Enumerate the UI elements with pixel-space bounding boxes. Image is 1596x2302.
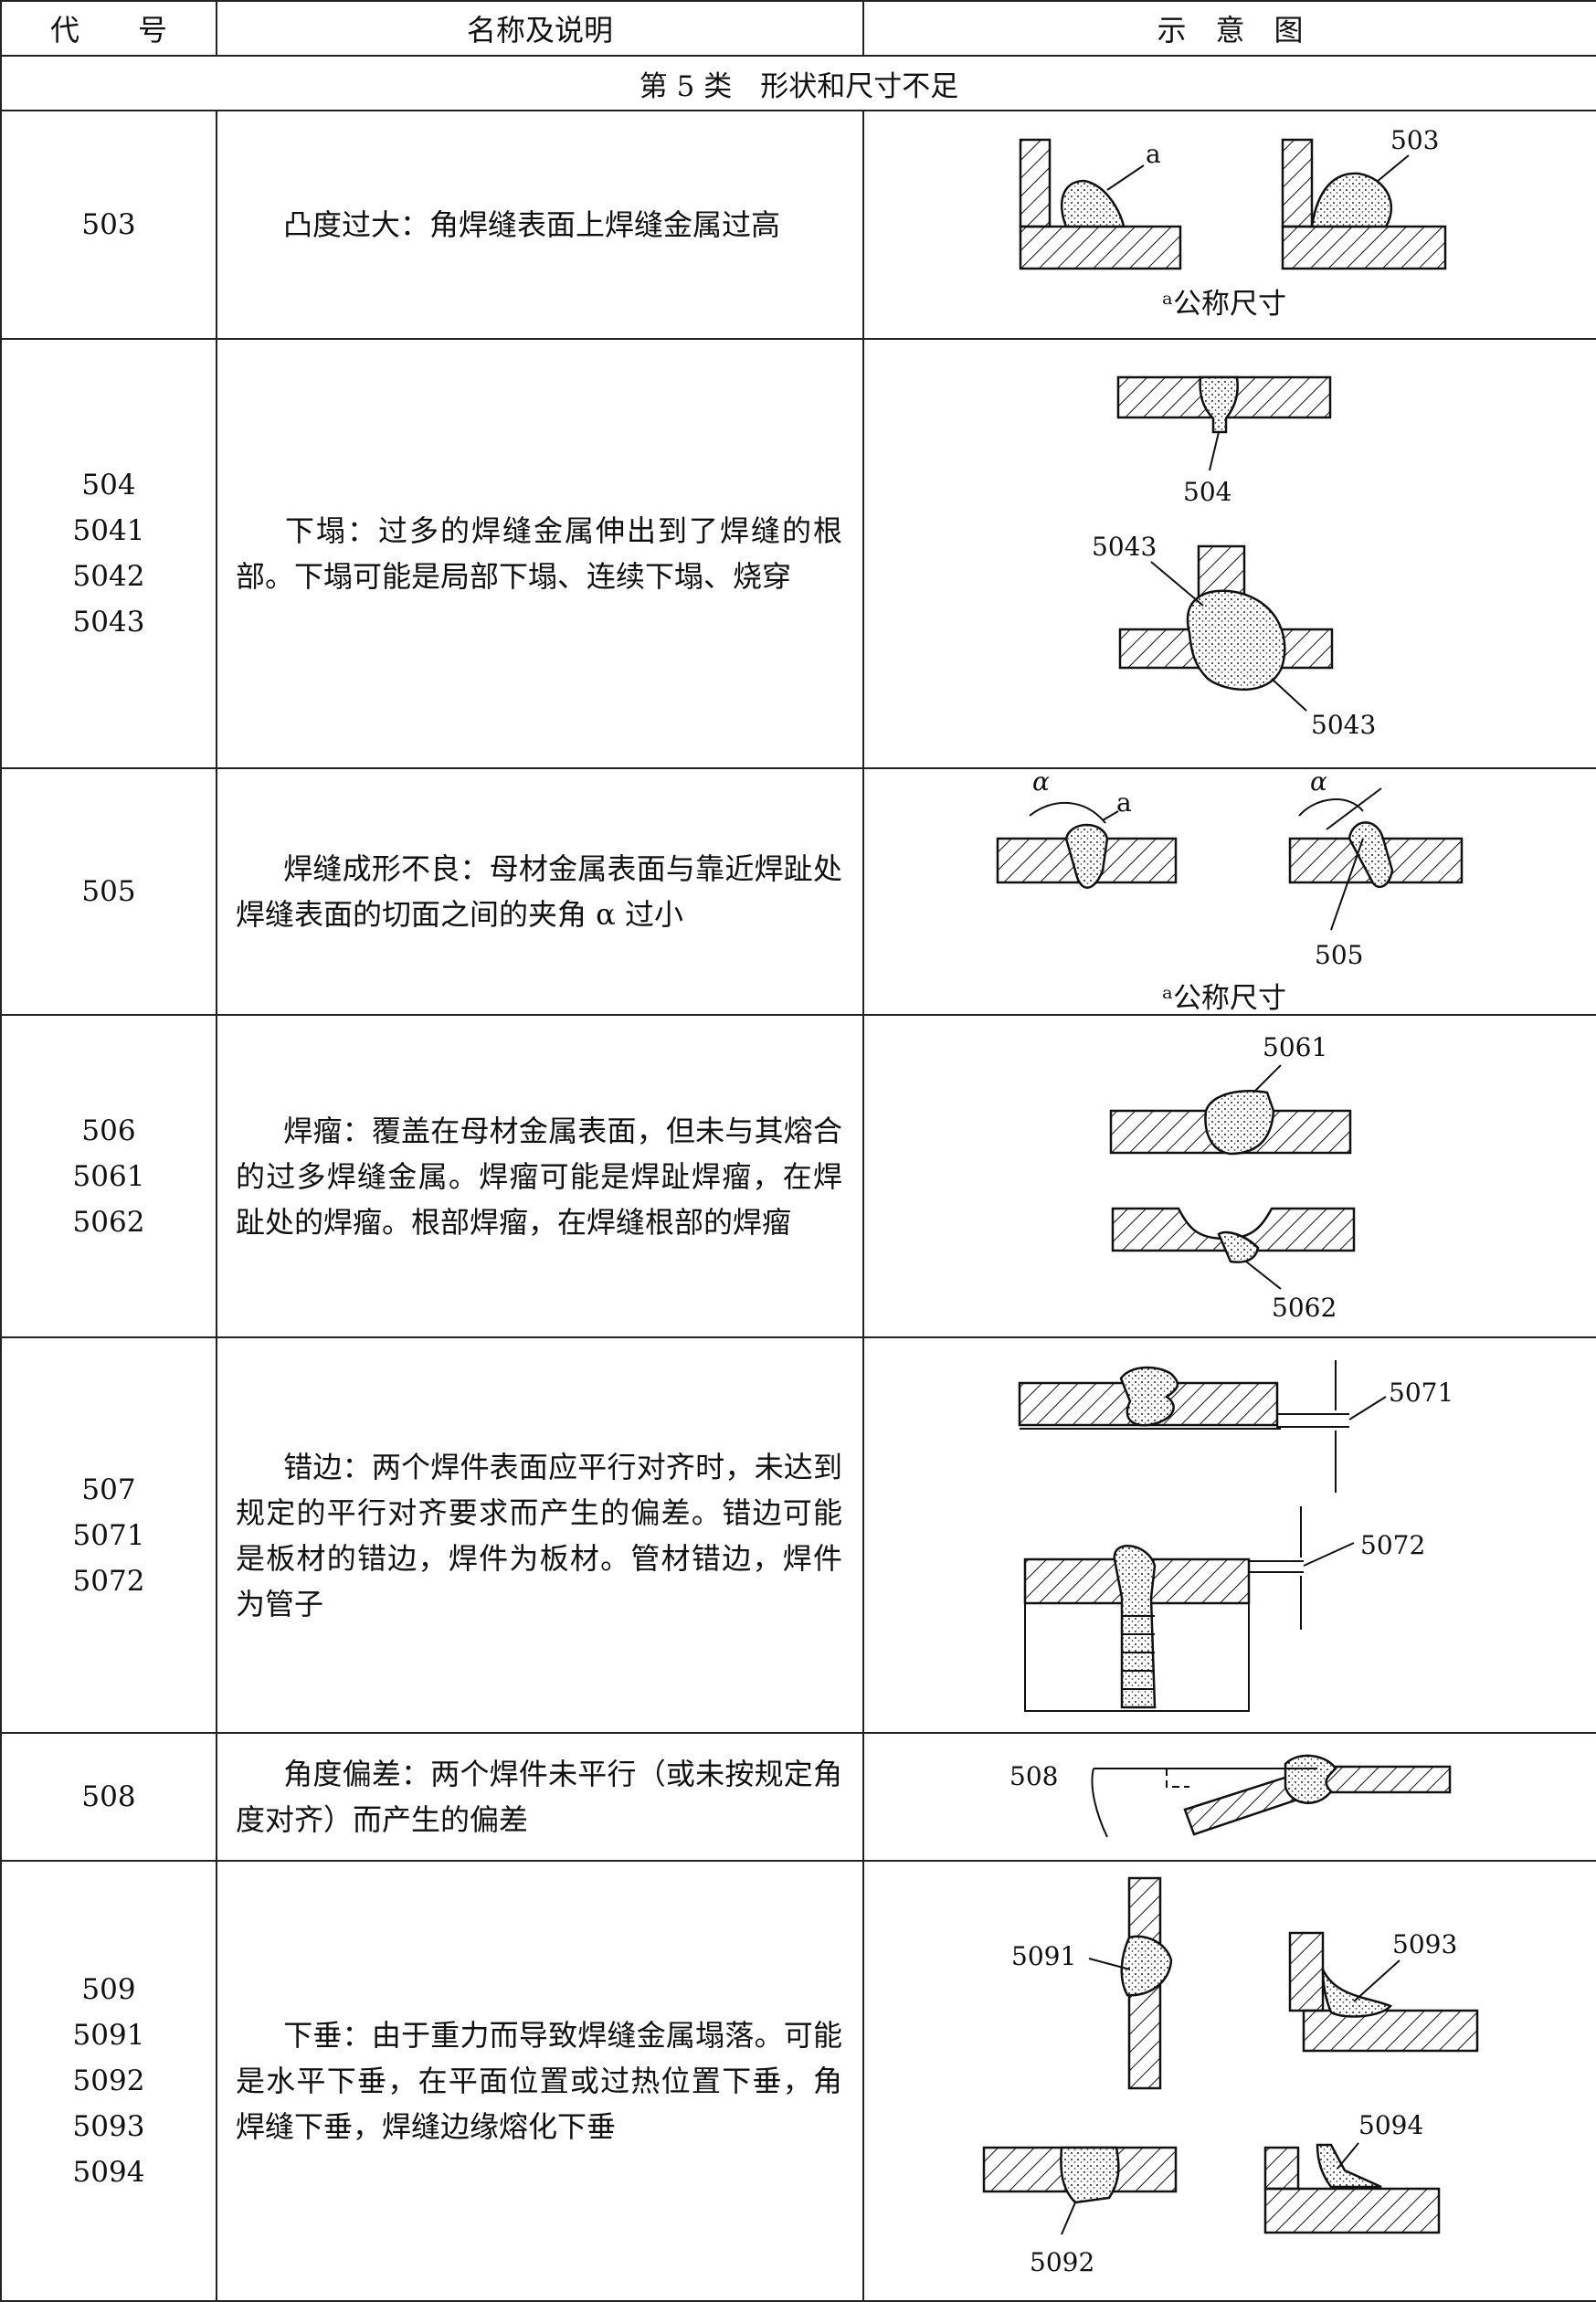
- diagram-cell: 5071 5072: [862, 1336, 1596, 1734]
- description-text: 下塌：过多的焊缝金属伸出到了焊缝的根部。下塌可能是局部下塌、连续下塌、烧穿: [236, 513, 842, 594]
- description-cell: 错边：两个焊件表面应平行对齐时，未达到规定的平行对齐要求而产生的偏差。错边可能是…: [216, 1336, 864, 1734]
- diagram-label: α: [1310, 770, 1327, 797]
- code-cell: 503: [0, 110, 217, 340]
- diagram-cell: 5091 5093 5092 5094: [862, 1860, 1596, 2302]
- description-cell: 焊瘤：覆盖在母材金属表面，但未与其熔合的过多焊缝金属。焊瘤可能是焊趾焊瘤，在焊趾…: [216, 1014, 864, 1338]
- diagram-504: 504 5043 5043: [1092, 375, 1376, 740]
- description-text: 凸度过大：角焊缝表面上焊缝金属过高: [283, 207, 781, 242]
- code-cell: 509 5091 5092 5093 5094: [0, 1860, 217, 2302]
- diagram-507: 5071 5072: [1018, 1360, 1453, 1712]
- code: 504: [81, 469, 136, 502]
- table-row: 504 5041 5042 5043 下塌：过多的焊缝金属伸出到了焊缝的根部。下…: [0, 338, 1596, 769]
- code: 507: [81, 1473, 136, 1506]
- code: 508: [81, 1780, 136, 1813]
- diagram-506: 5061 5062: [1109, 1032, 1356, 1323]
- category-row: 第 5 类 形状和尺寸不足: [0, 55, 1596, 111]
- diagram-label: 504: [1183, 477, 1231, 507]
- diagram-label: 5093: [1392, 1929, 1457, 1959]
- code-cell: 508: [0, 1732, 217, 1862]
- code: 5041: [72, 514, 145, 547]
- diagram-caption: ᵃ公称尺寸: [1162, 288, 1286, 321]
- code: 5091: [72, 2019, 145, 2052]
- diagram-label: 5043: [1311, 710, 1376, 740]
- table-row: 509 5091 5092 5093 5094 下垂：由于重力而导致焊缝金属塌落…: [0, 1860, 1596, 2302]
- diagram-cell: a 503 ᵃ公称尺寸: [862, 110, 1596, 340]
- description-cell: 焊缝成形不良：母材金属表面与靠近焊趾处焊缝表面的切面之间的夹角 α 过小: [216, 767, 864, 1016]
- diagram-caption: ᵃ公称尺寸: [1162, 982, 1286, 1013]
- description-text: 下垂：由于重力而导致焊缝金属塌落。可能是水平下垂，在平面位置或过热位置下垂，角焊…: [236, 2018, 842, 2144]
- diagram-cell: α a α 505 ᵃ公称尺寸: [862, 767, 1596, 1016]
- description-text: 焊瘤：覆盖在母材金属表面，但未与其熔合的过多焊缝金属。焊瘤可能是焊趾焊瘤，在焊趾…: [236, 1113, 842, 1240]
- diagram-cell: 504 5043 5043: [862, 338, 1596, 769]
- description-text: 焊缝成形不良：母材金属表面与靠近焊趾处焊缝表面的切面之间的夹角 α 过小: [236, 851, 842, 932]
- diagram-label: 5092: [1030, 2247, 1094, 2277]
- diagram-cell: 508: [862, 1732, 1596, 1862]
- code: 5061: [72, 1159, 145, 1193]
- code: 509: [81, 1973, 136, 2006]
- header-row: 代 号 名称及说明 示 意 图: [0, 0, 1596, 57]
- code: 505: [81, 875, 136, 908]
- code: 5093: [72, 2110, 145, 2143]
- code-cell: 507 5071 5072: [0, 1336, 217, 1734]
- diagram-label: 5094: [1358, 2110, 1423, 2140]
- diagram-label: 5061: [1263, 1032, 1327, 1062]
- code-cell: 504 5041 5042 5043: [0, 338, 217, 769]
- code: 5043: [72, 606, 145, 639]
- diagram-label: 5062: [1272, 1293, 1337, 1323]
- code: 5072: [72, 1564, 145, 1598]
- code: 5094: [72, 2156, 145, 2189]
- diagram-label: a: [1116, 787, 1132, 818]
- diagram-label: 5071: [1389, 1378, 1453, 1408]
- table-row: 507 5071 5072 错边：两个焊件表面应平行对齐时，未达到规定的平行对齐…: [0, 1336, 1596, 1734]
- diagram-label: 505: [1315, 940, 1363, 970]
- code-cell: 506 5061 5062: [0, 1014, 217, 1338]
- diagram-label: 503: [1390, 125, 1439, 155]
- diagram-label: 508: [1009, 1761, 1058, 1791]
- diagram-508: 508: [1009, 1754, 1452, 1838]
- diagram-label: α: [1032, 770, 1050, 797]
- header-code: 代 号: [0, 0, 217, 57]
- diagram-509: 5091 5093 5092 5094: [982, 1876, 1479, 2277]
- description-cell: 凸度过大：角焊缝表面上焊缝金属过高: [216, 110, 864, 340]
- code: 503: [81, 208, 136, 241]
- table-row: 508 角度偏差：两个焊件未平行（或未按规定角度对齐）而产生的偏差 508: [0, 1732, 1596, 1862]
- code-cell: 505: [0, 767, 217, 1016]
- description-cell: 角度偏差：两个焊件未平行（或未按规定角度对齐）而产生的偏差: [216, 1732, 864, 1862]
- category-title: 第 5 类 形状和尺寸不足: [0, 55, 1596, 111]
- code: 506: [81, 1114, 136, 1147]
- header-diagram: 示 意 图: [862, 0, 1596, 57]
- description-cell: 下塌：过多的焊缝金属伸出到了焊缝的根部。下塌可能是局部下塌、连续下塌、烧穿: [216, 338, 864, 769]
- table-row: 505 焊缝成形不良：母材金属表面与靠近焊趾处焊缝表面的切面之间的夹角 α 过小…: [0, 767, 1596, 1016]
- code: 5062: [72, 1205, 145, 1239]
- description-text: 角度偏差：两个焊件未平行（或未按规定角度对齐）而产生的偏差: [236, 1757, 842, 1837]
- description-cell: 下垂：由于重力而导致焊缝金属塌落。可能是水平下垂，在平面位置或过热位置下垂，角焊…: [216, 1860, 864, 2302]
- diagram-505: α a α 505 ᵃ公称尺寸: [996, 770, 1464, 1013]
- diagram-503: a 503 ᵃ公称尺寸: [1019, 125, 1447, 321]
- table-row: 503 凸度过大：角焊缝表面上焊缝金属过高 a 503 ᵃ公称尺寸: [0, 110, 1596, 340]
- diagram-label: 5072: [1360, 1530, 1425, 1560]
- diagram-label: 5043: [1092, 532, 1157, 562]
- code: 5092: [72, 2064, 145, 2097]
- code: 5071: [72, 1518, 145, 1552]
- diagram-label: 5091: [1011, 1941, 1076, 1971]
- header-description: 名称及说明: [216, 0, 864, 57]
- table-row: 506 5061 5062 焊瘤：覆盖在母材金属表面，但未与其熔合的过多焊缝金属…: [0, 1014, 1596, 1338]
- description-text: 错边：两个焊件表面应平行对齐时，未达到规定的平行对齐要求而产生的偏差。错边可能是…: [236, 1449, 842, 1621]
- diagram-label: a: [1146, 139, 1161, 169]
- diagram-cell: 5061 5062: [862, 1014, 1596, 1338]
- code: 5042: [72, 560, 145, 593]
